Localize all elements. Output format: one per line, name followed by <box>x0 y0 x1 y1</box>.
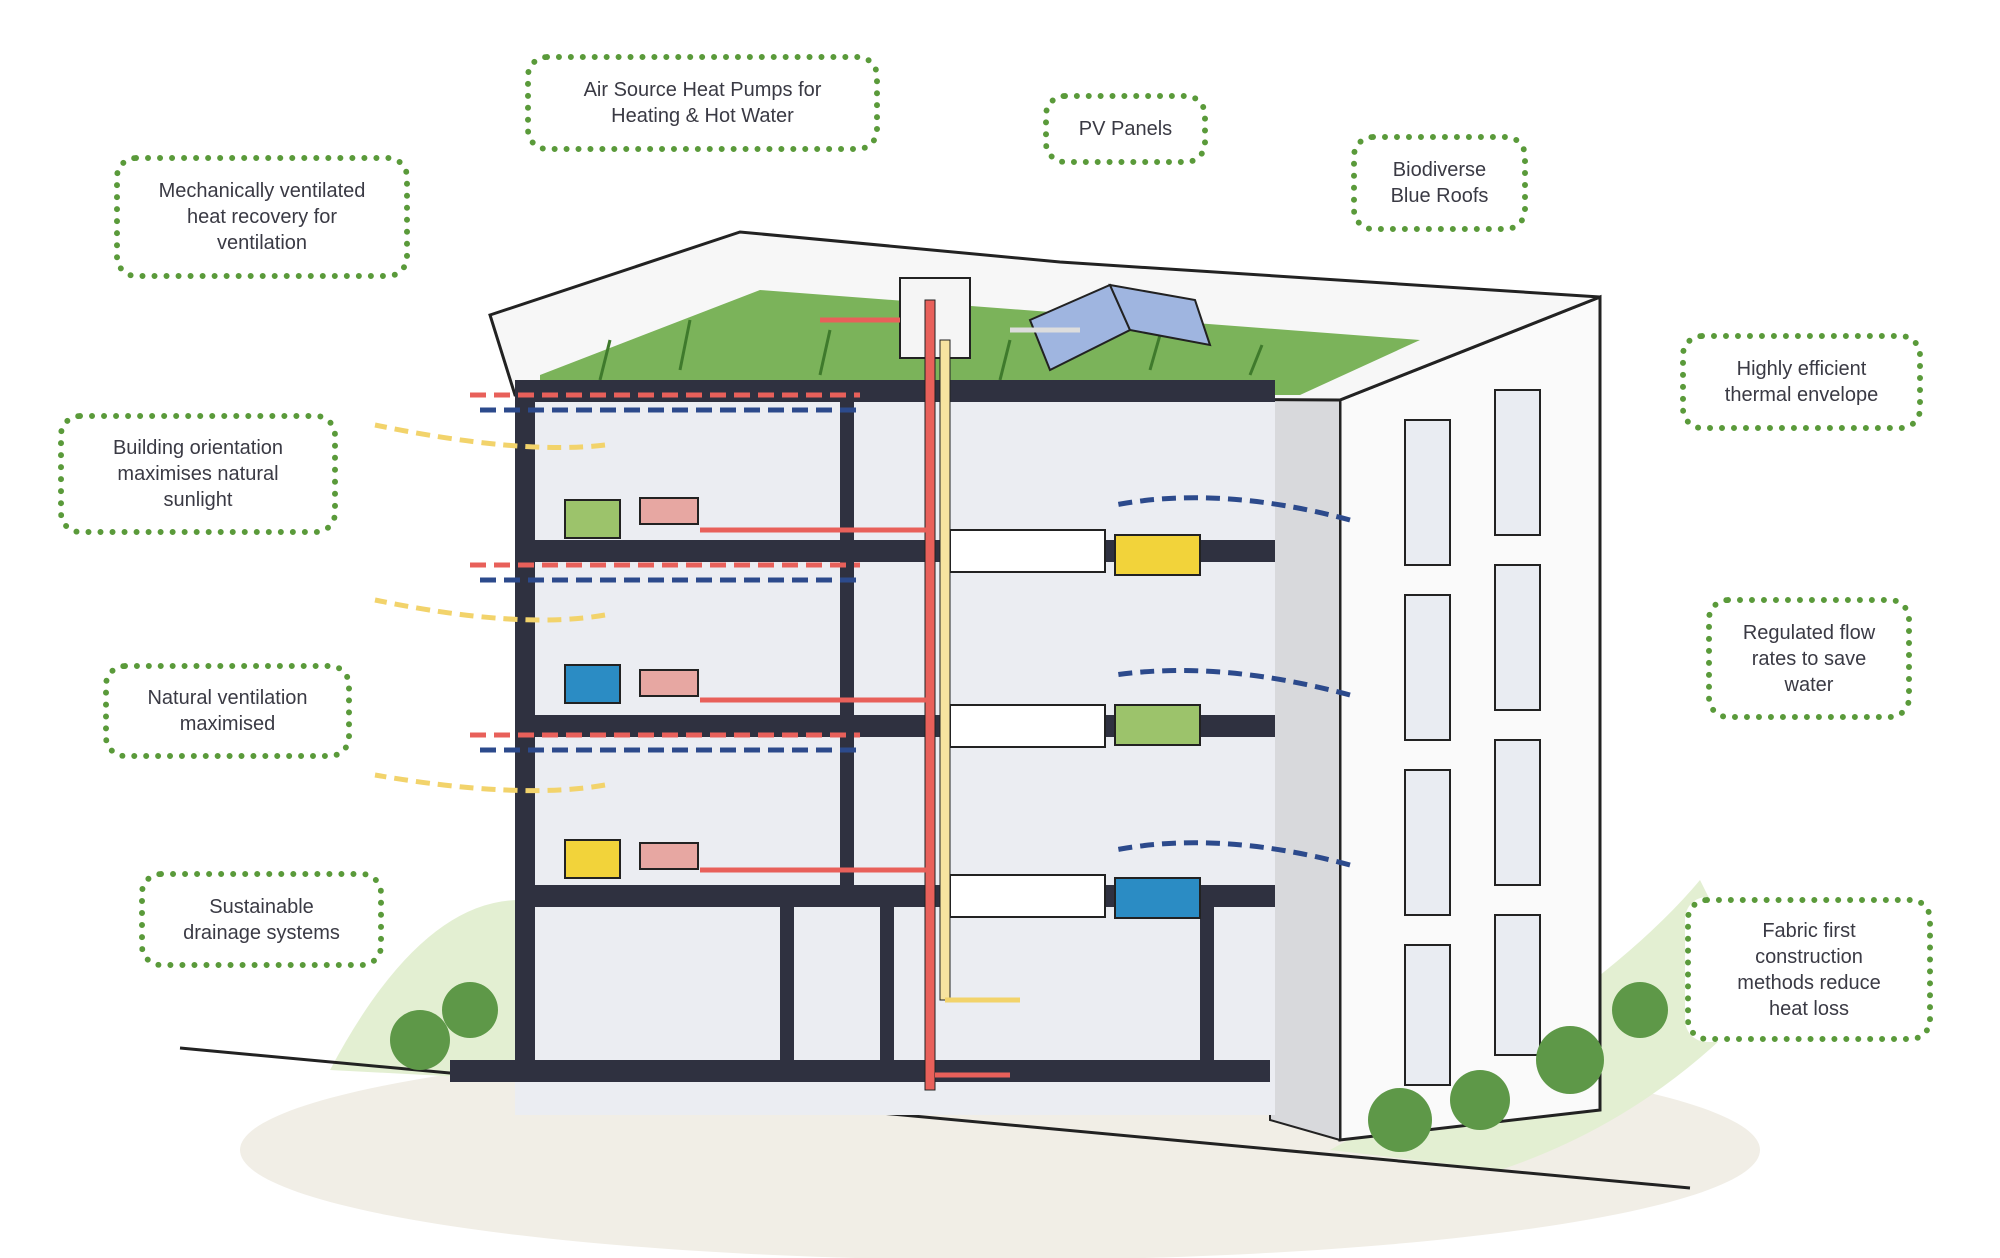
label-natural-ventilation: Natural ventilation maximised <box>103 663 352 759</box>
facade-windows <box>1404 389 1541 1086</box>
kitchen-unit <box>949 874 1106 918</box>
hot-water-riser <box>924 299 936 1091</box>
sofa <box>1114 704 1201 746</box>
kitchen-unit <box>949 529 1106 573</box>
label-blue-roofs: Biodiverse Blue Roofs <box>1351 134 1528 232</box>
sofa <box>1114 534 1201 576</box>
label-orientation: Building orientation maximises natural s… <box>58 413 338 535</box>
armchair <box>564 499 621 539</box>
label-pv-panels: PV Panels <box>1043 93 1208 165</box>
label-thermal-envelope: Highly efficient thermal envelope <box>1680 333 1923 431</box>
shrubs <box>390 982 1668 1152</box>
kitchen-unit <box>949 704 1106 748</box>
radiator <box>639 669 699 697</box>
section-interior <box>515 395 1275 1115</box>
radiator <box>639 497 699 525</box>
armchair <box>564 664 621 704</box>
furniture <box>564 497 1201 919</box>
label-heat-pumps: Air Source Heat Pumps for Heating & Hot … <box>525 54 880 152</box>
sofa <box>1114 877 1201 919</box>
flow-arrows <box>374 317 1351 1078</box>
ground-line <box>179 1046 1691 1190</box>
green-roof <box>540 290 1420 395</box>
roof-plants <box>598 319 1264 381</box>
label-fabric-first: Fabric first construction methods reduce… <box>1685 897 1933 1042</box>
heating-riser <box>939 339 951 1001</box>
label-flow-rates: Regulated flow rates to save water <box>1706 597 1912 720</box>
label-mvhr: Mechanically ventilated heat recovery fo… <box>114 155 410 279</box>
right-facade <box>1338 294 1602 1142</box>
armchair <box>564 839 621 879</box>
radiator <box>639 842 699 870</box>
label-drainage: Sustainable drainage systems <box>139 871 384 968</box>
